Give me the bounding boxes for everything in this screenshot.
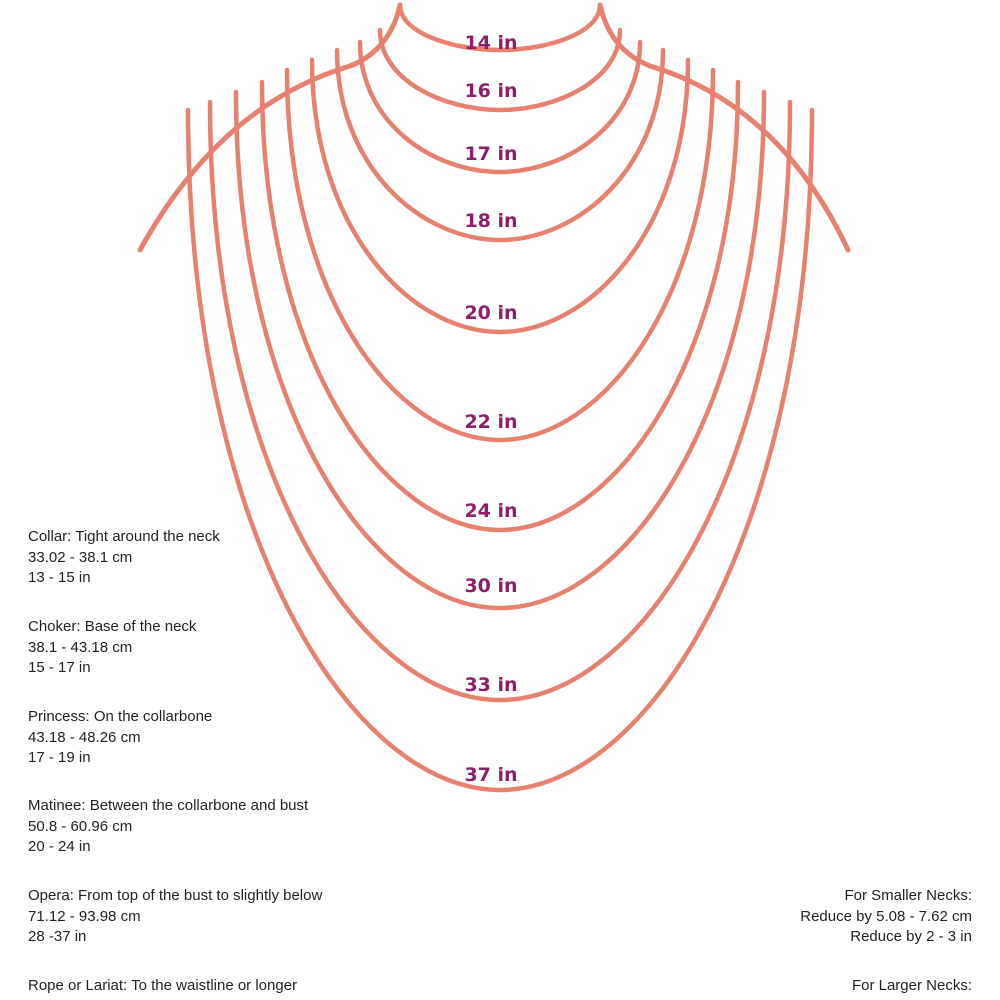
necklace-chain: [233, 89, 767, 611]
style-cm: 38.1 - 43.18 cm: [28, 638, 133, 656]
style-cm: 33.02 - 38.1 cm: [28, 548, 133, 566]
style-title: Matinee: Between the collarbone and bust: [28, 797, 309, 814]
necklace-chain: [377, 27, 623, 113]
style-title: Collar: Tight around the neck: [28, 528, 220, 545]
length-label: 18 in: [464, 210, 517, 232]
necklace-chain: [357, 39, 643, 175]
length-label: 37 in: [464, 764, 517, 786]
larger-necks-note: For Larger Necks:: [852, 976, 972, 997]
necklace-chain: [259, 79, 741, 533]
length-label: 33 in: [464, 674, 517, 696]
note-title: For Smaller Necks:: [844, 887, 972, 904]
style-collar: Collar: Tight around the neck 33.02 - 38…: [28, 527, 220, 589]
style-inches: 15 - 17 in: [28, 659, 91, 676]
length-label: 16 in: [464, 80, 517, 102]
style-inches: 20 - 24 in: [28, 838, 91, 855]
necklace-chain: [397, 2, 603, 53]
length-label: 20 in: [464, 302, 517, 324]
style-title: Rope or Lariat: To the waistline or long…: [28, 977, 298, 994]
length-label: 17 in: [464, 143, 517, 165]
length-label: 30 in: [464, 575, 517, 597]
length-label: 14 in: [464, 32, 517, 54]
style-inches: 28 -37 in: [28, 928, 87, 945]
style-cm: 43.18 - 48.26 cm: [28, 728, 141, 746]
length-label: 22 in: [464, 411, 517, 433]
note-title: For Larger Necks:: [851, 977, 972, 994]
style-title: Opera: From top of the bust to slightly …: [28, 887, 323, 904]
style-cm: 50.8 - 60.96 cm: [28, 817, 133, 835]
style-opera: Opera: From top of the bust to slightly …: [28, 886, 322, 948]
style-inches: 13 - 15 in: [28, 569, 91, 586]
smaller-necks-note: For Smaller Necks: Reduce by 5.08 - 7.62…: [800, 886, 972, 948]
necklace-chain: [207, 99, 793, 703]
necklace-chain: [284, 67, 716, 443]
style-title: Choker: Base of the neck: [28, 618, 197, 635]
style-inches: 17 - 19 in: [28, 749, 91, 766]
style-choker: Choker: Base of the neck 38.1 - 43.18 cm…: [28, 617, 196, 679]
style-rope-lariat: Rope or Lariat: To the waistline or long…: [28, 976, 297, 997]
length-label: 24 in: [464, 500, 517, 522]
left-shoulder-line: [137, 2, 403, 253]
style-title: Princess: On the collarbone: [28, 708, 213, 725]
necklace-chain: [334, 47, 666, 243]
note-inches: Reduce by 2 - 3 in: [850, 928, 972, 945]
necklace-chain: [309, 57, 691, 335]
style-matinee: Matinee: Between the collarbone and bust…: [28, 796, 308, 858]
style-princess: Princess: On the collarbone 43.18 - 48.2…: [28, 707, 212, 769]
necklace-chains: [185, 2, 815, 793]
length-labels: 14 in 16 in 17 in 18 in 20 in 22 in 24 in 30 in…: [464, 32, 517, 786]
style-cm: 71.12 - 93.98 cm: [28, 907, 141, 925]
note-cm: Reduce by 5.08 - 7.62 cm: [800, 907, 972, 925]
necklace-chain: [185, 107, 815, 793]
